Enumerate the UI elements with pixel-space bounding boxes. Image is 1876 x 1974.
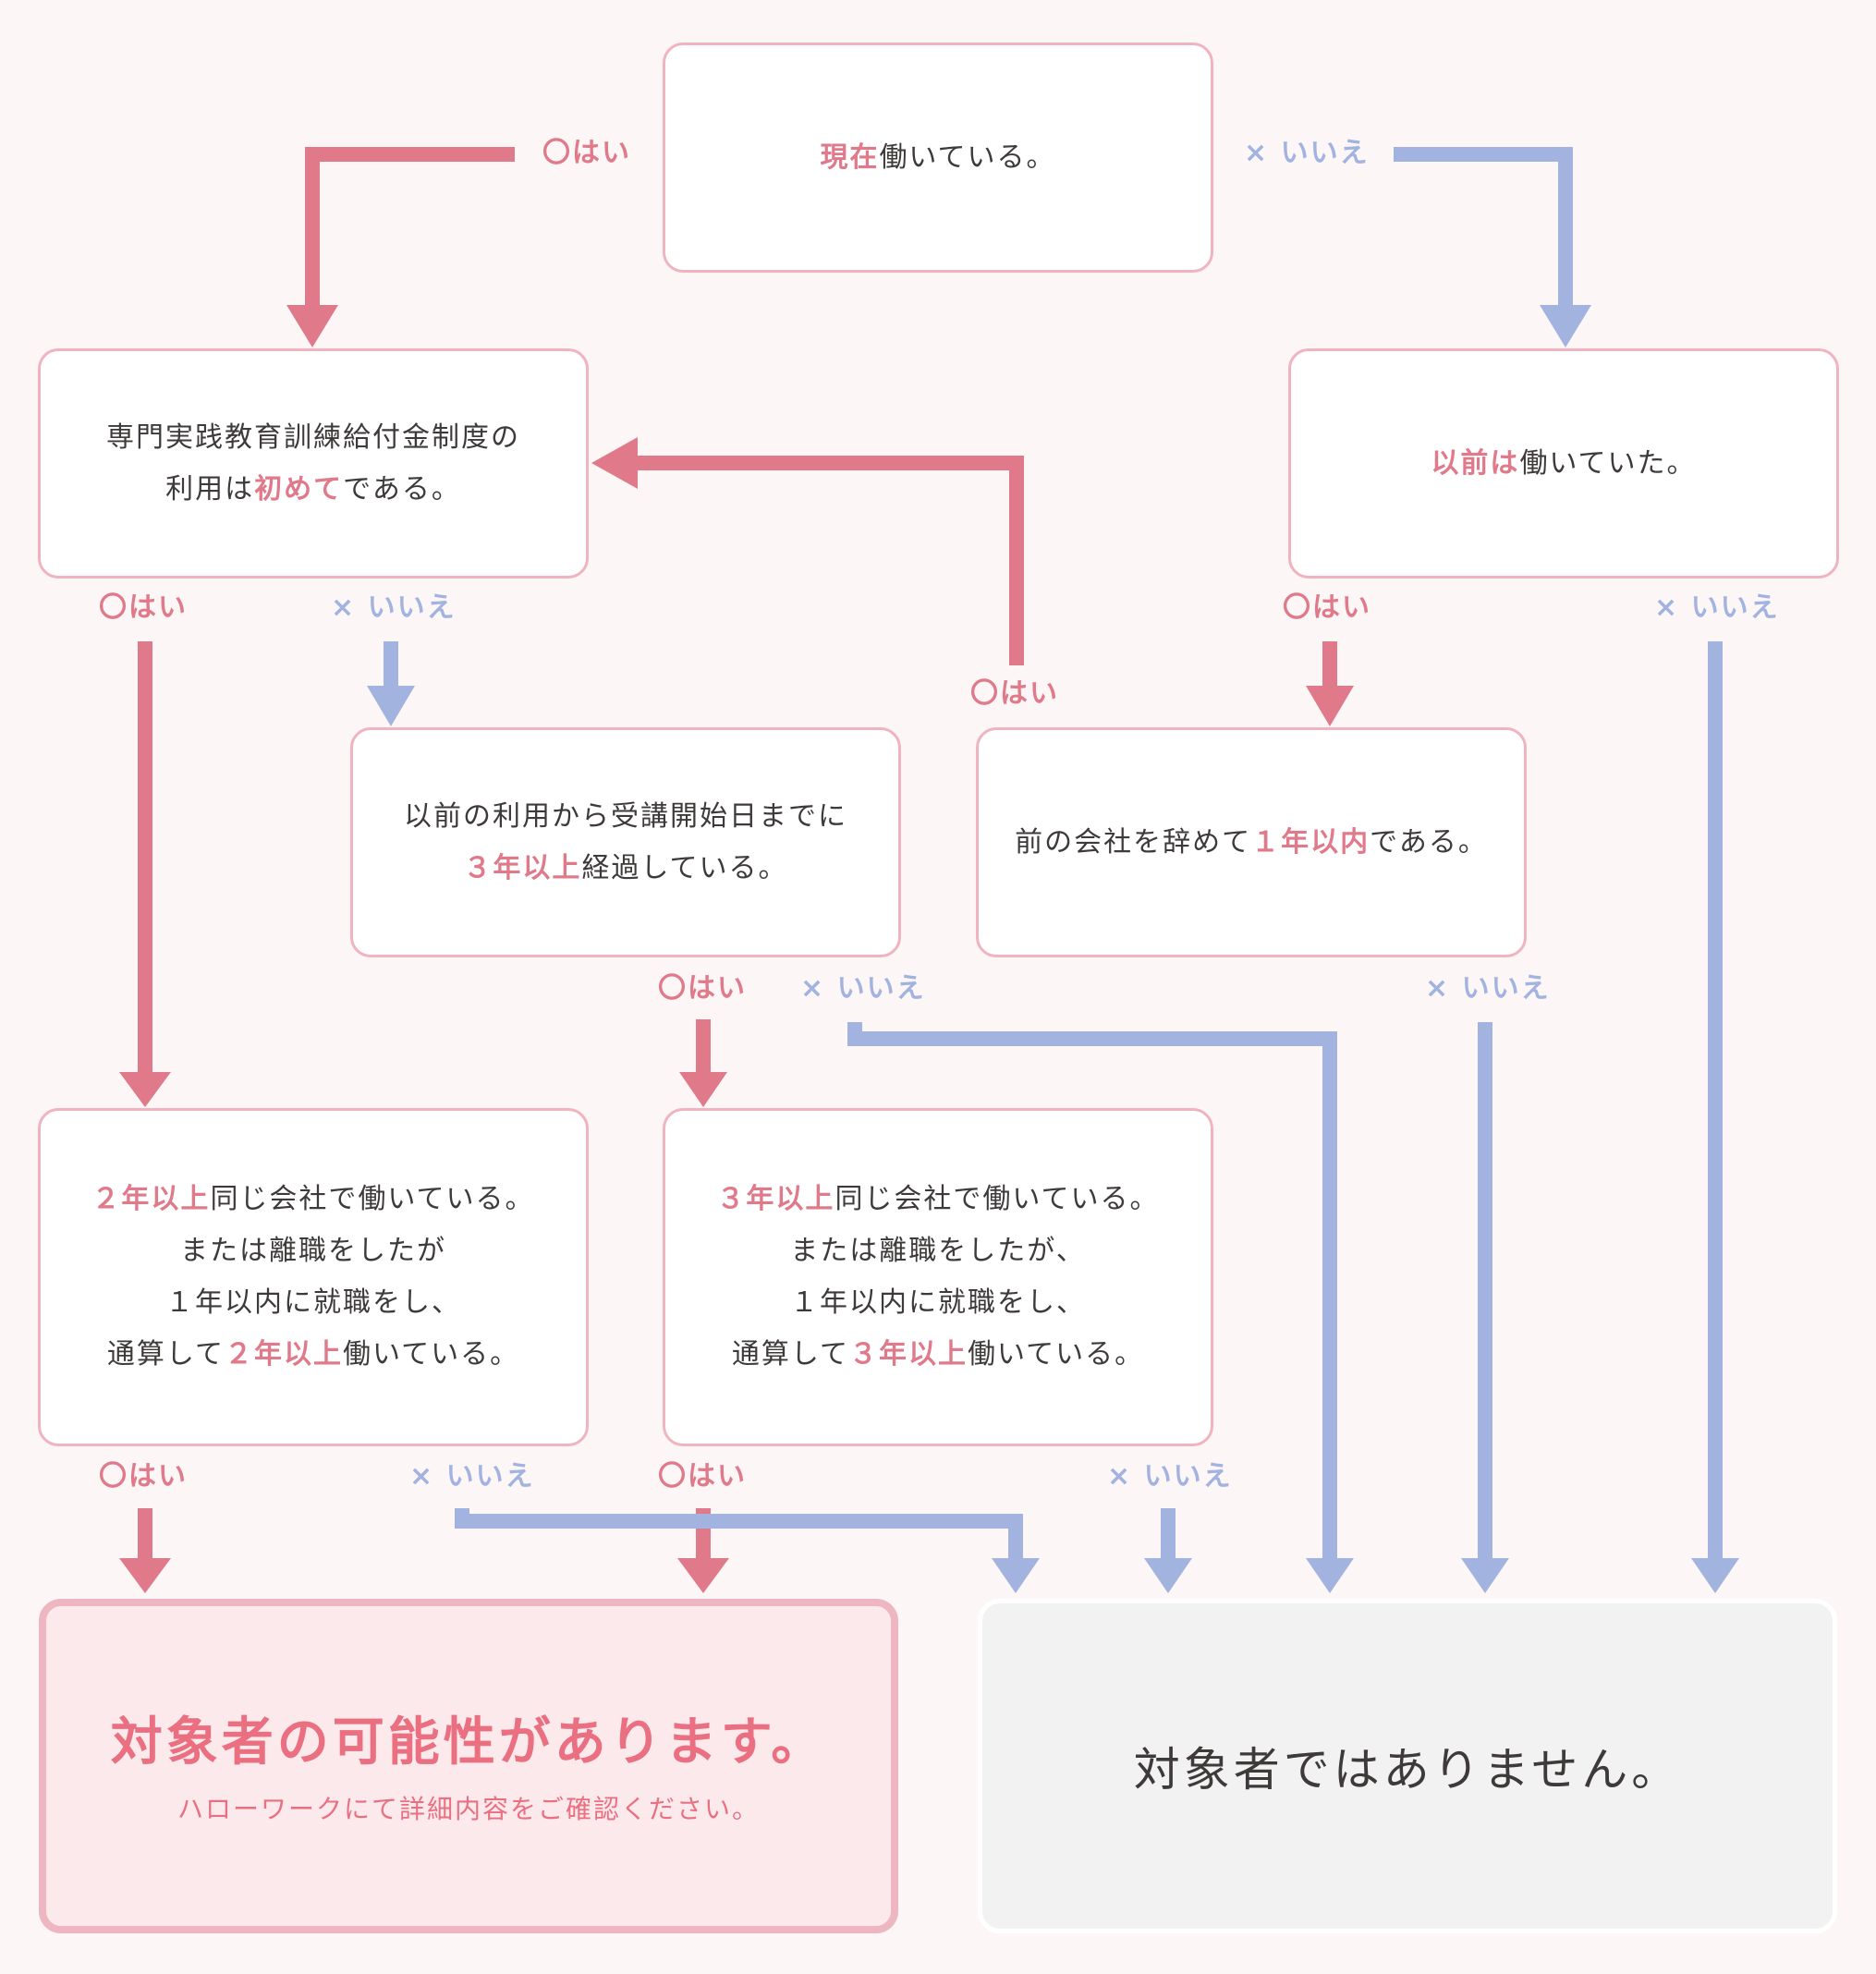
question-text: 前の会社を辞めて１年以内である。 <box>1015 825 1488 859</box>
label-no: × いいえ <box>1107 1460 1233 1493</box>
question-three-years-since-last-use: 以前の利用から受講開始日までに ３年以上経過している。 <box>350 727 901 957</box>
arrowhead <box>679 1072 727 1107</box>
question-text: １年以内に就職をし、 <box>790 1286 1086 1319</box>
question-text: 利用は初めてである。 <box>165 472 461 506</box>
result-eligible-title: 対象者の可能性があります。 <box>110 1712 827 1773</box>
arrow-q5-yes-back <box>638 456 1024 665</box>
question-two-years-employment: ２年以上同じ会社で働いている。 または離職をしたが １年以内に就職をし、 通算し… <box>38 1108 589 1446</box>
arrowhead <box>677 1558 729 1593</box>
label-yes: 〇はい <box>658 972 747 1005</box>
label-no: × いいえ <box>331 591 457 624</box>
question-text: または離職をしたが <box>180 1235 446 1267</box>
question-text: 以前の利用から受講開始日までに <box>404 799 847 833</box>
question-three-years-employment: ３年以上同じ会社で働いている。 または離職をしたが、 １年以内に就職をし、 通算… <box>663 1108 1213 1446</box>
question-text: ３年以上同じ会社で働いている。 <box>716 1183 1160 1215</box>
label-yes: 〇はい <box>542 137 631 169</box>
result-not-eligible: 対象者ではありません。 <box>978 1599 1837 1933</box>
label-no: × いいえ <box>1654 591 1780 624</box>
arrowhead <box>1306 1558 1354 1593</box>
question-previously-worked: 以前は働いていた。 <box>1288 348 1839 579</box>
question-text: 以前は働いていた。 <box>1431 446 1697 480</box>
question-first-use: 専門実践教育訓練給付金制度の 利用は初めてである。 <box>38 348 589 579</box>
arrowhead <box>1144 1558 1192 1593</box>
question-text: ２年以上同じ会社で働いている。 <box>91 1183 535 1215</box>
question-text: 通算して２年以上働いている。 <box>106 1338 520 1371</box>
arrowhead <box>119 1072 171 1107</box>
question-text: １年以内に就職をし、 <box>165 1286 461 1319</box>
result-eligible-subtitle: ハローワークにて詳細内容をご確認ください。 <box>177 1794 760 1824</box>
label-no: × いいえ <box>800 972 926 1005</box>
arrowhead <box>1306 686 1354 726</box>
question-within-one-year: 前の会社を辞めて１年以内である。 <box>976 727 1527 957</box>
label-yes: 〇はい <box>658 1460 747 1493</box>
arrowhead <box>1461 1558 1509 1593</box>
question-text: ３年以上経過している。 <box>463 851 788 884</box>
arrow-q4-no <box>847 1022 1337 1558</box>
arrowhead <box>1540 305 1591 347</box>
question-text: または離職をしたが、 <box>790 1235 1086 1267</box>
label-no: × いいえ <box>409 1460 535 1493</box>
arrow-q6-no <box>455 1508 1023 1558</box>
label-yes: 〇はい <box>970 677 1059 710</box>
label-yes: 〇はい <box>1283 591 1371 624</box>
arrow-q1-no <box>1394 147 1573 305</box>
result-not-eligible-title: 対象者ではありません。 <box>1133 1743 1682 1797</box>
result-eligible: 対象者の可能性があります。 ハローワークにて詳細内容をご確認ください。 <box>39 1599 898 1933</box>
arrowhead <box>1691 1558 1739 1593</box>
arrowhead <box>367 686 415 726</box>
arrowhead <box>286 305 338 347</box>
question-text: 現在働いている。 <box>820 140 1056 174</box>
question-text: 通算して３年以上働いている。 <box>731 1338 1145 1371</box>
question-text: 専門実践教育訓練給付金制度の <box>106 420 520 454</box>
arrow-q1-yes <box>305 147 515 305</box>
label-yes: 〇はい <box>99 591 188 624</box>
label-no: × いいえ <box>1244 137 1370 169</box>
label-no: × いいえ <box>1425 972 1551 1005</box>
arrowhead <box>591 437 638 489</box>
arrowhead <box>119 1558 171 1593</box>
label-yes: 〇はい <box>99 1460 188 1493</box>
question-currently-working: 現在働いている。 <box>663 43 1213 273</box>
arrowhead <box>992 1558 1040 1593</box>
